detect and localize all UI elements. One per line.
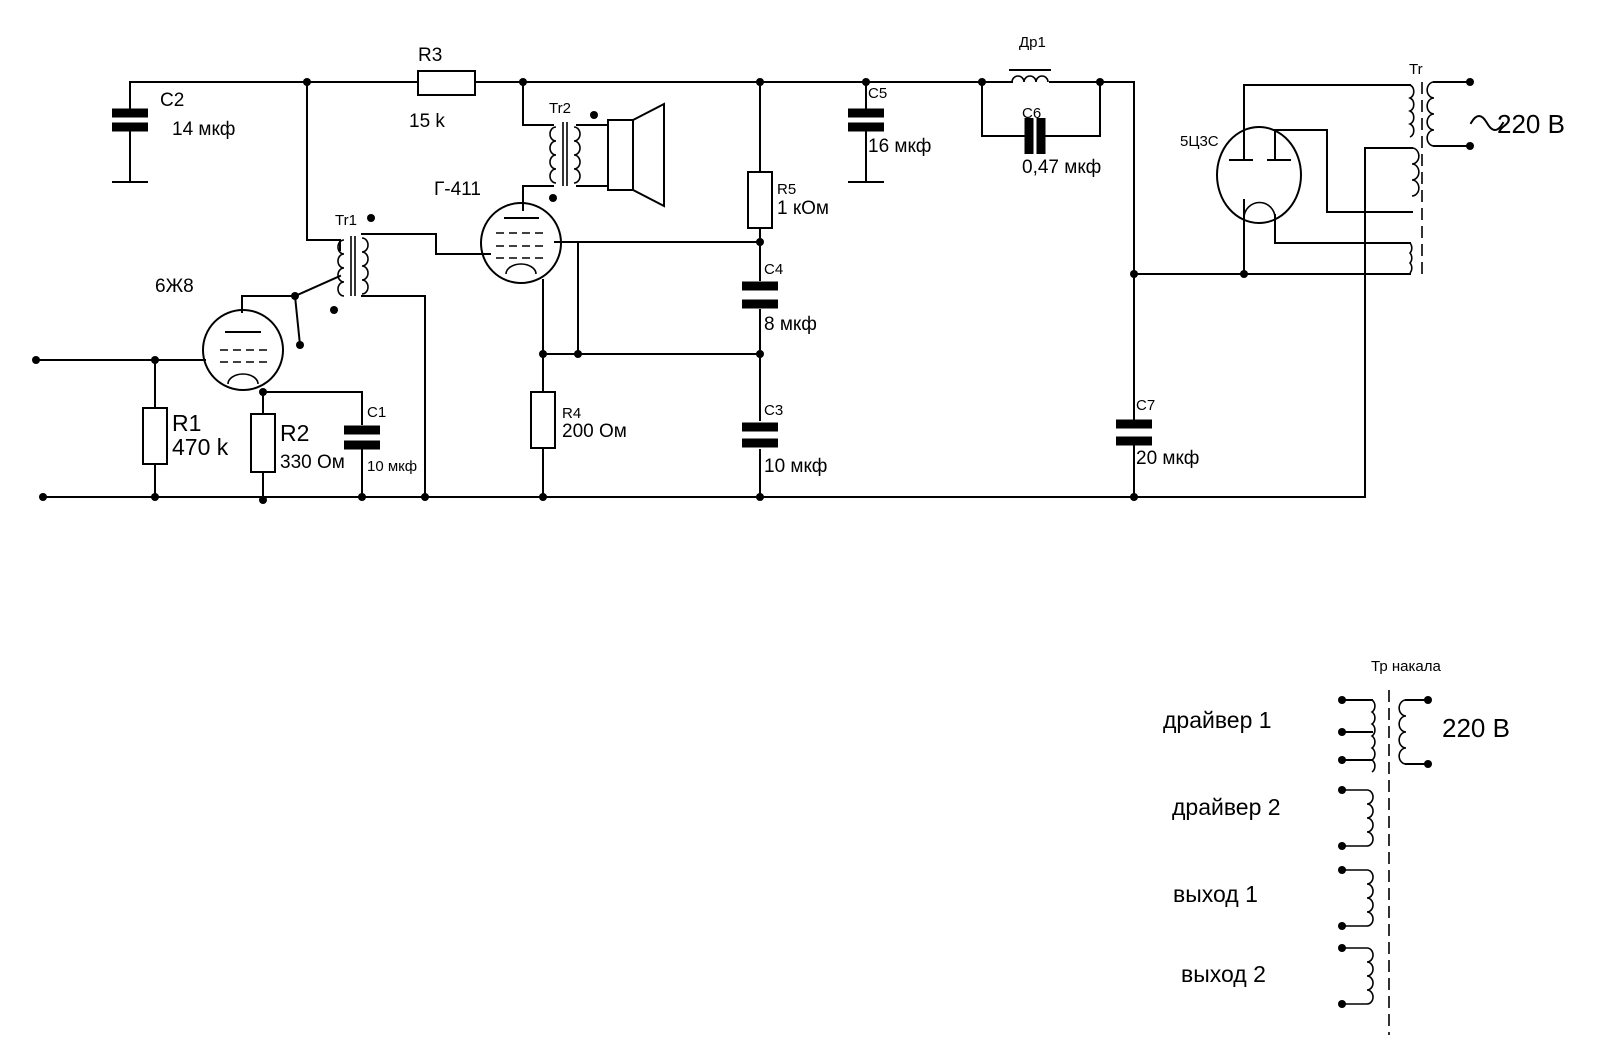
speaker-icon (607, 102, 665, 208)
capacitor-c3 (742, 422, 778, 448)
c6-value: 0,47 мкф (1022, 157, 1101, 178)
capacitor-c2 (112, 108, 148, 183)
tr2-name: Tr2 (549, 100, 571, 117)
choke-dr1 (987, 69, 1051, 83)
c3-name: C3 (764, 402, 783, 419)
winding-label: выход 2 (1181, 961, 1266, 987)
heater-transformer (1341, 690, 1429, 1035)
wiring (35, 81, 1471, 501)
resistor-r1 (142, 407, 168, 465)
capacitor-c7 (1116, 419, 1152, 446)
transformer-tr1 (337, 236, 369, 297)
tube-g411 (480, 202, 562, 284)
heater-primary-voltage: 220 В (1442, 713, 1510, 743)
tube-6zh8-label: 6Ж8 (155, 276, 194, 297)
winding-label: выход 1 (1173, 881, 1258, 907)
tube-5c3s-label: 5Ц3С (1180, 133, 1219, 150)
c1-name: C1 (367, 404, 386, 421)
r4-name: R4 (562, 405, 581, 422)
r3-value: 15 k (409, 111, 445, 132)
r2-name: R2 (280, 420, 309, 446)
c5-name: C5 (868, 85, 887, 102)
r4-value: 200 Ом (562, 421, 627, 442)
c6-name: C6 (1022, 105, 1041, 122)
winding-label: драйвер 2 (1172, 794, 1281, 820)
ac-source-icon (1469, 115, 1505, 131)
tr-name: Tr (1409, 61, 1423, 78)
capacitor-c4 (742, 281, 778, 309)
mains-voltage-label: 220 В (1497, 109, 1565, 139)
c4-value: 8 мкф (764, 314, 817, 335)
heater-transformer-labels: Тр накала 220 В драйвер 1 драйвер 2 выхо… (1163, 658, 1510, 987)
tube-6zh8 (202, 309, 284, 391)
c7-value: 20 мкф (1136, 448, 1199, 469)
transformer-tr (1408, 81, 1435, 276)
c2-name: C2 (160, 90, 184, 111)
tube-5c3s (1216, 126, 1302, 224)
c2-value: 14 мкф (172, 119, 235, 140)
resistor-r4 (530, 391, 556, 449)
r5-value: 1 кОм (777, 198, 829, 219)
transformer-tr2 (549, 122, 581, 186)
r5-name: R5 (777, 181, 796, 198)
c1-value: 10 мкф (367, 458, 417, 475)
winding-label: драйвер 1 (1163, 707, 1272, 733)
dr1-name: Др1 (1019, 34, 1046, 51)
r1-name: R1 (172, 410, 201, 436)
capacitor-c1 (344, 425, 380, 450)
capacitor-c6 (1024, 118, 1046, 154)
r2-value: 330 Ом (280, 452, 345, 473)
c3-value: 10 мкф (764, 456, 827, 477)
resistor-r5 (747, 171, 773, 229)
resistor-r2 (250, 413, 276, 473)
junction-dots (32, 78, 1474, 1008)
c5-value: 16 мкф (868, 136, 931, 157)
capacitor-c5 (848, 108, 884, 183)
r1-value: 470 k (172, 434, 229, 460)
g411-name: Г-411 (434, 179, 481, 200)
tr1-name: Tr1 (335, 212, 357, 229)
component-labels: C2 14 мкф R3 15 k Tr2 Г-411 Tr1 6Ж8 R1 4… (155, 34, 1565, 477)
c7-name: C7 (1136, 397, 1155, 414)
heater-transformer-title: Тр накала (1371, 658, 1441, 675)
c4-name: C4 (764, 261, 783, 278)
r3-name: R3 (418, 45, 442, 66)
resistor-r3 (411, 70, 476, 96)
